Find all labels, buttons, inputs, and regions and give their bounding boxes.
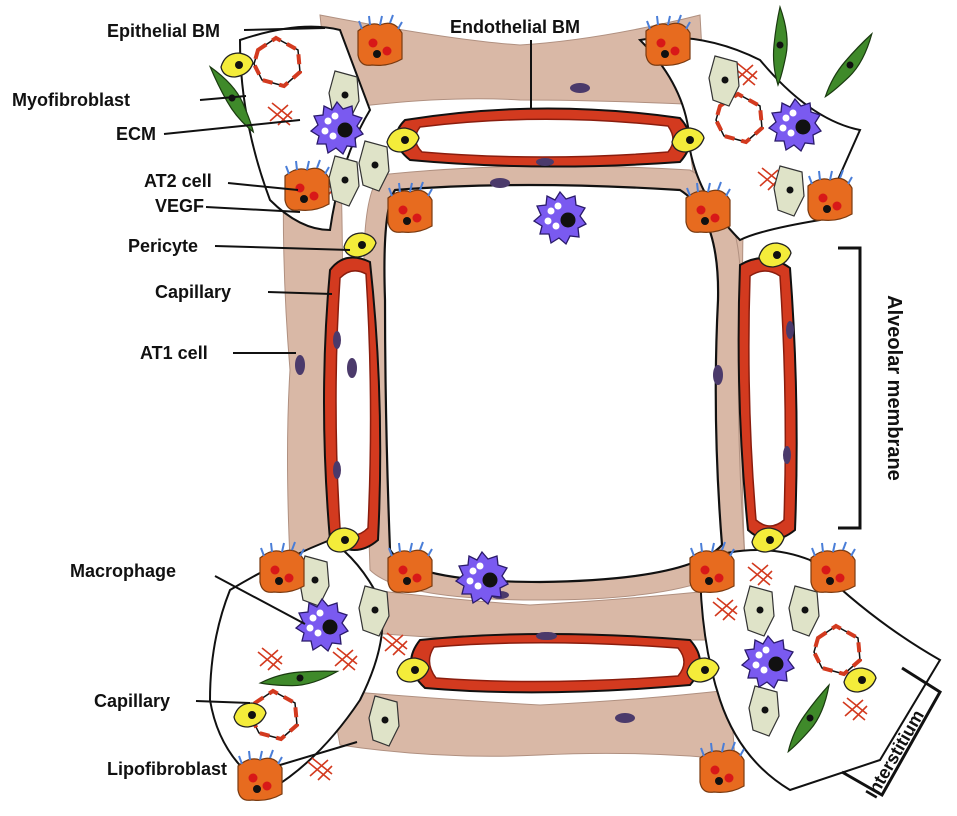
leader-lines [163, 27, 532, 766]
capillary-right [737, 257, 798, 541]
capillary-left [323, 256, 382, 551]
label-epithelial-bm: Epithelial BM [107, 21, 220, 41]
label-macrophage: Macrophage [70, 561, 176, 581]
label-ecm: ECM [116, 124, 156, 144]
interstitium-bracket [841, 666, 943, 798]
capillary-bottom [410, 632, 701, 694]
label-pericyte: Pericyte [128, 236, 198, 256]
label-at2-cell: AT2 cell [144, 171, 212, 191]
label-endothelial-bm: Endothelial BM [450, 17, 580, 37]
alveolar-membrane-bracket [838, 246, 862, 530]
label-capillary-bottom: Capillary [94, 691, 170, 711]
label-vegf: VEGF [155, 196, 204, 216]
alveolar-lumen [383, 183, 724, 584]
label-alveolar-membrane: Alveolar membrane [883, 295, 905, 481]
at1-nuclei [295, 83, 723, 723]
label-lipofibroblast: Lipofibroblast [107, 759, 227, 779]
label-capillary-top: Capillary [155, 282, 231, 302]
label-myofibroblast: Myofibroblast [12, 90, 130, 110]
capillary-top [395, 107, 691, 168]
label-at1-cell: AT1 cell [140, 343, 208, 363]
